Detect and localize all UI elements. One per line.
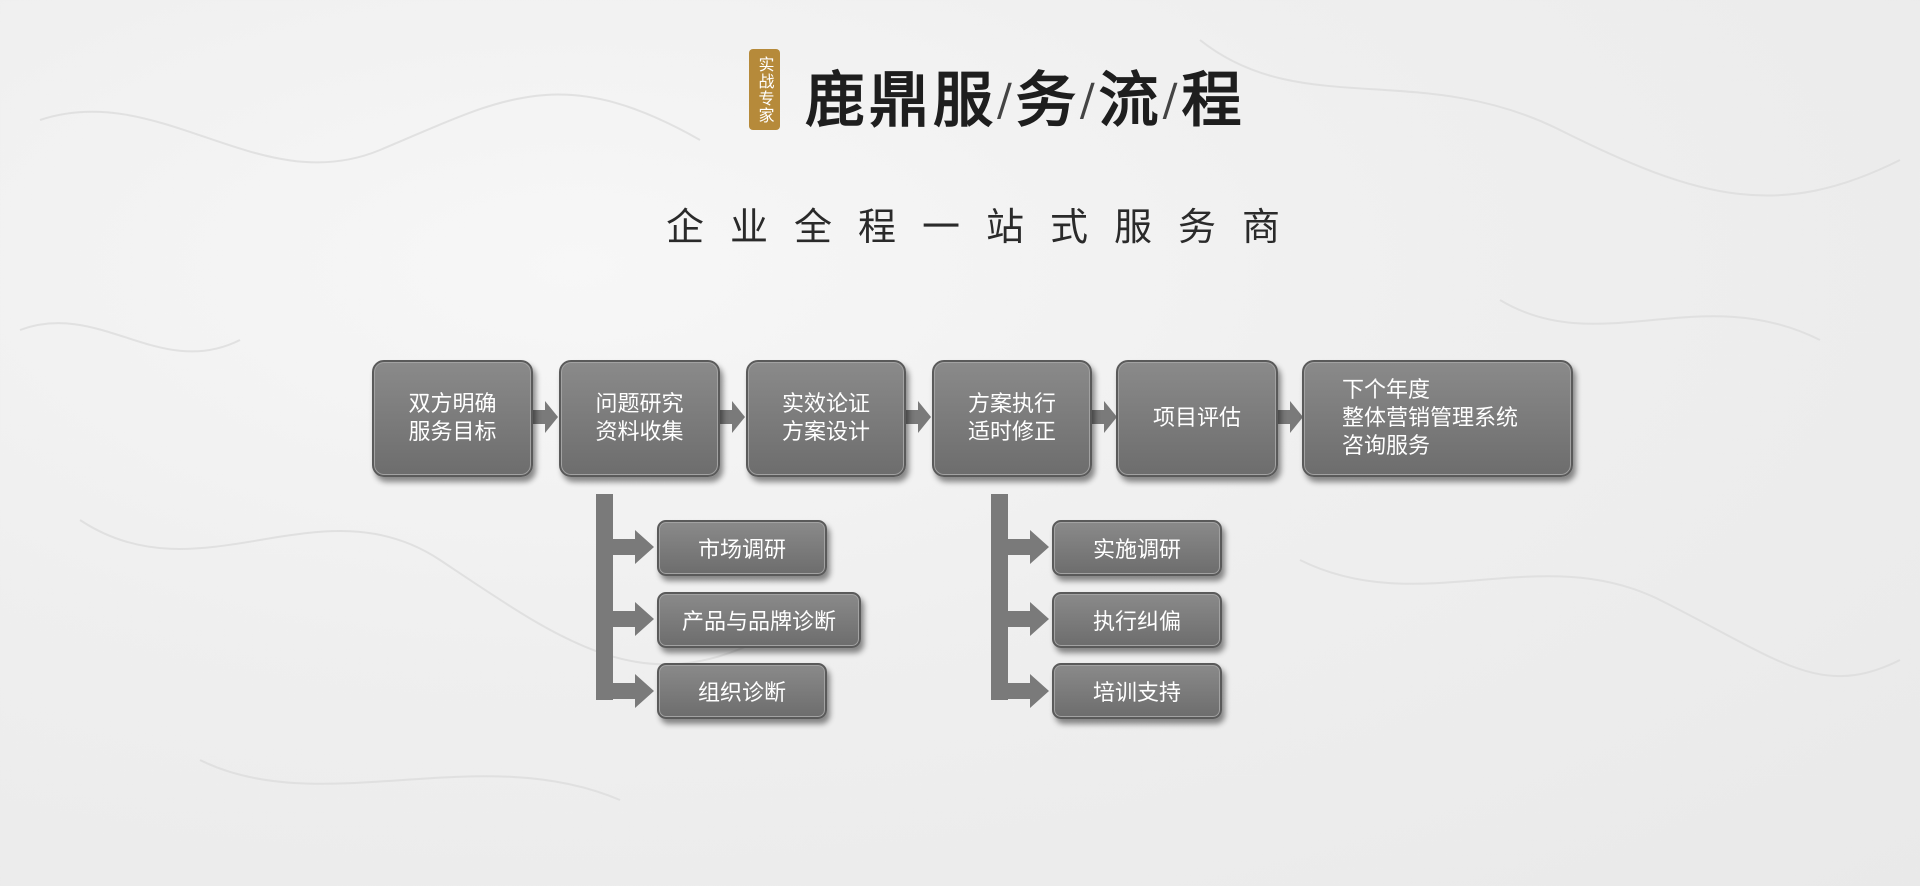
title-char-6: 程 [1181,66,1246,136]
arrow-step-1-2 [533,401,558,433]
title-char-5: 流 [1098,66,1163,136]
branch-execution-trunk [991,494,1008,700]
branch-research-arrow-1 [613,530,654,564]
execution-sub-1: 实施调研 [1052,520,1222,576]
page-title: 鹿鼎服/务/流/程 [805,66,1246,136]
research-sub-1: 市场调研 [657,520,827,576]
step-2-box: 问题研究 资料收集 [559,360,720,477]
page-subtitle: 企业全程一站式服务商 [665,205,1306,249]
step-1-box: 双方明确 服务目标 [372,360,533,477]
branch-research-arrow-2 [613,602,654,636]
arrow-step-5-6 [1278,401,1303,433]
branch-research-arrow-3 [613,674,654,708]
title-char-4: 务 [1015,66,1080,136]
research-sub-2: 产品与品牌诊断 [657,592,861,648]
arrow-step-3-4 [906,401,931,433]
step-3-box: 实效论证 方案设计 [746,360,906,477]
execution-sub-2: 执行纠偏 [1052,592,1222,648]
arrow-step-4-5 [1092,401,1117,433]
title-char-3: 服 [933,66,997,136]
title-char-2: 鼎 [869,66,933,136]
step-4-box: 方案执行 适时修正 [932,360,1092,477]
execution-sub-3: 培训支持 [1052,663,1222,719]
arrow-step-2-3 [720,401,745,433]
step-6-box: 下个年度 整体营销管理系统 咨询服务 [1302,360,1573,477]
branch-research-trunk [596,494,613,700]
research-sub-3: 组织诊断 [657,663,827,719]
branch-execution-arrow-3 [1008,674,1049,708]
branch-execution-arrow-2 [1008,602,1049,636]
step-5-box: 项目评估 [1116,360,1278,477]
branch-execution-arrow-1 [1008,530,1049,564]
experts-seal-badge: 实战专家 [749,49,780,130]
title-char-1: 鹿 [805,66,869,136]
